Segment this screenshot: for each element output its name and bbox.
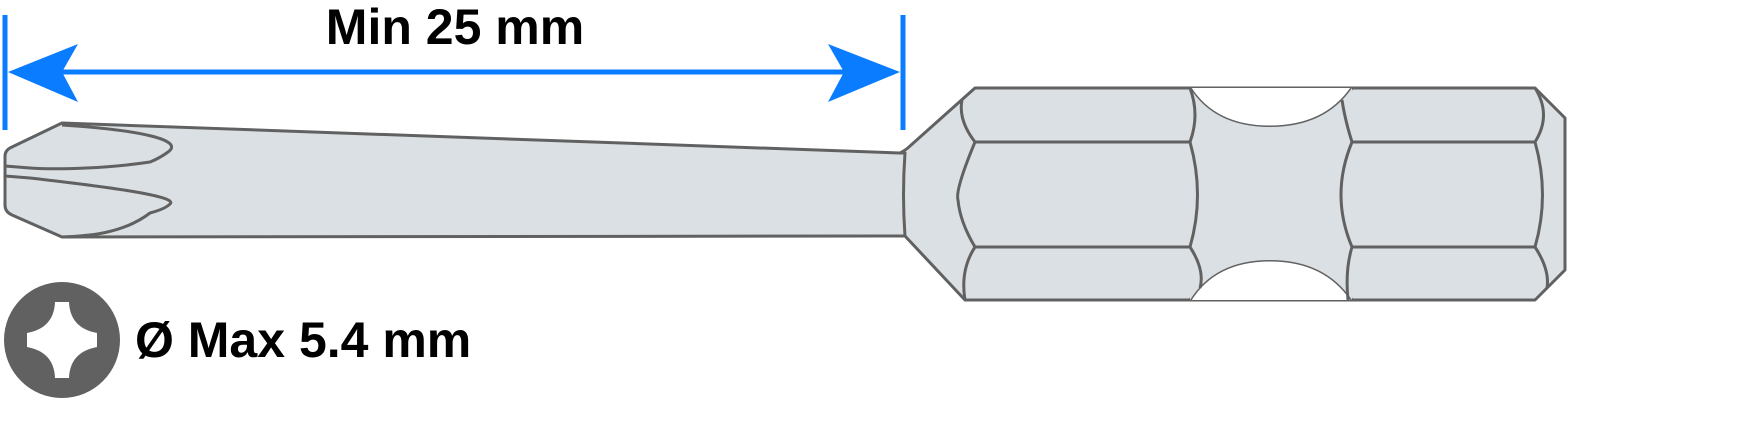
hex-edge-1: [956, 99, 977, 301]
hex-edge-4: [1533, 87, 1549, 289]
bit-shank: [3, 121, 907, 239]
length-label: Min 25 mm: [326, 0, 584, 55]
groove-top-bg: [1190, 88, 1352, 127]
diameter-spec: Ø Max 5.4 mm: [4, 282, 471, 398]
hex-edge-3: [1339, 99, 1354, 301]
right-arrowhead-icon: [828, 44, 900, 102]
diameter-label: Ø Max 5.4 mm: [135, 312, 471, 368]
groove-bottom-bg: [1190, 260, 1352, 300]
upper-flute: [4, 123, 174, 171]
left-arrowhead-icon: [8, 44, 78, 102]
length-dimension: Min 25 mm: [2, 0, 906, 130]
lower-flute: [4, 174, 173, 239]
phillips-drive-icon: [4, 282, 120, 398]
hex-facet-lines: [975, 140, 1535, 249]
hex-edge-2: [1188, 87, 1203, 289]
groove-body: [1190, 88, 1352, 300]
bit-drawing: [3, 86, 1567, 302]
